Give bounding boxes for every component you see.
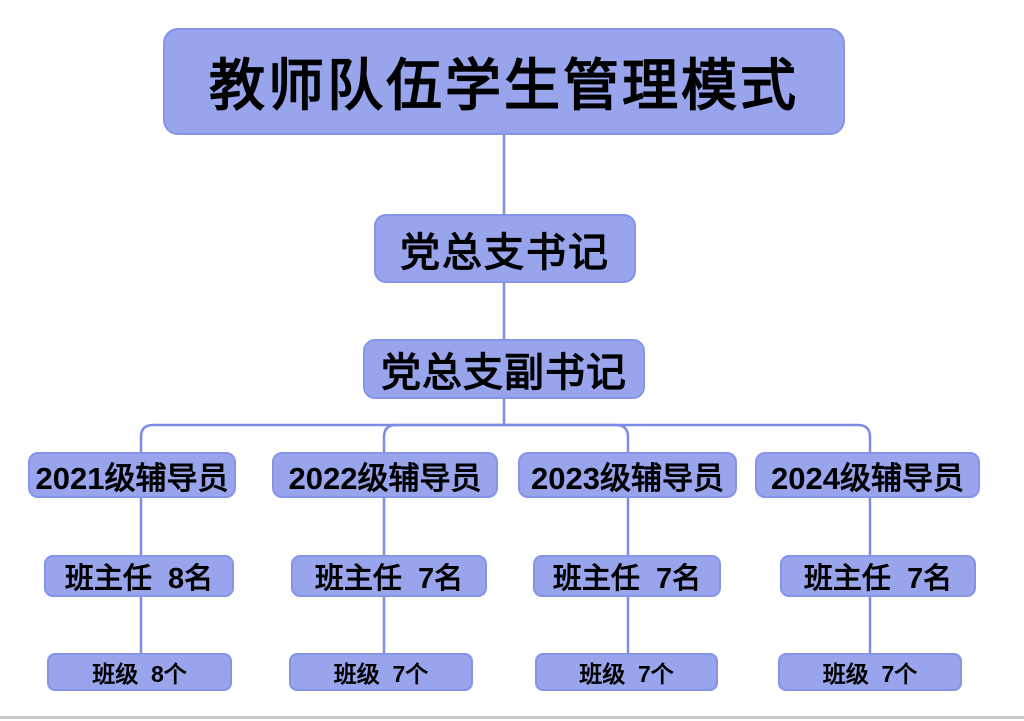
classes-box-2021: 班级 8个 (47, 653, 232, 691)
teachers-box-2023: 班主任 7名 (533, 555, 721, 597)
counselor-box-2022: 2022级辅导员 (272, 452, 498, 498)
teachers-box-2022: 班主任 7名 (291, 555, 487, 597)
secretary-box: 党总支书记 (374, 214, 636, 283)
teachers-box-2021: 班主任 8名 (44, 555, 234, 597)
connector-branch-col3 (504, 423, 630, 453)
connector-branch-col2 (382, 423, 504, 453)
bottom-divider (0, 716, 1024, 719)
classes-box-2023: 班级 7个 (535, 653, 718, 691)
connector-branch-col4 (504, 423, 872, 453)
deputy-secretary-box: 党总支副书记 (363, 339, 645, 399)
connector-branch-col1 (139, 423, 504, 453)
counselor-box-2024: 2024级辅导员 (755, 452, 980, 498)
counselor-box-2023: 2023级辅导员 (518, 452, 737, 498)
chart-title-box: 教师队伍学生管理模式 (163, 28, 845, 135)
counselor-box-2021: 2021级辅导员 (28, 452, 236, 498)
teachers-box-2024: 班主任 7名 (780, 555, 976, 597)
classes-box-2022: 班级 7个 (289, 653, 473, 691)
classes-box-2024: 班级 7个 (778, 653, 962, 691)
